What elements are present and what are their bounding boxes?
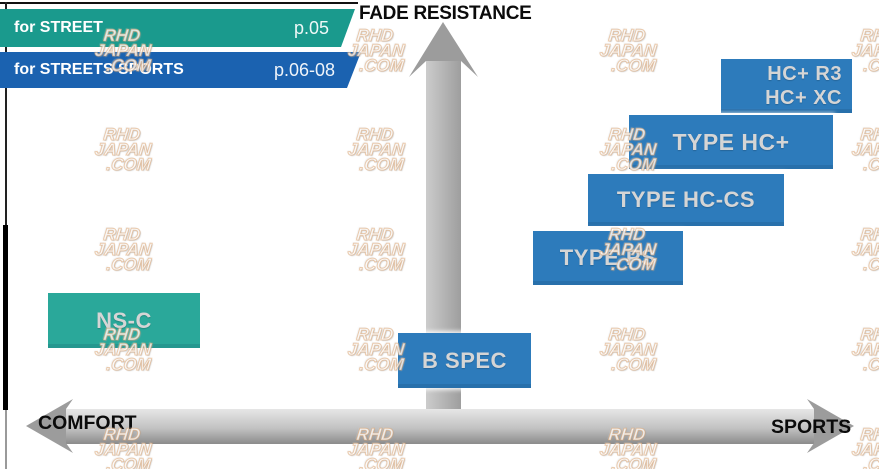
banner-for-street-label: for STREET xyxy=(14,19,103,36)
product-box-hc-plus-r3-xc: HC+ R3 HC+ XC xyxy=(721,59,852,113)
product-box-ns-c: NS-C xyxy=(48,293,200,348)
product-box-type-hc-cs: TYPE HC-CS xyxy=(588,174,784,226)
sports-label: SPORTS xyxy=(771,416,852,438)
product-box-type-hc-plus: TYPE HC+ xyxy=(629,115,833,169)
fade-resistance-label: FADE RESISTANCE xyxy=(359,3,532,24)
page-border-left-thick xyxy=(3,225,8,410)
banner-for-street[interactable]: for STREET p.05 xyxy=(0,9,355,47)
page-border-top xyxy=(0,2,358,4)
product-label: TYPE HC+ xyxy=(672,128,790,155)
page-border-left xyxy=(5,2,7,225)
product-box-type-ps: TYPE PS xyxy=(533,231,683,285)
banner-for-streets-sports[interactable]: for STREETS SPORTS p.06-08 xyxy=(0,52,361,88)
page-border-left-bottom xyxy=(5,410,7,469)
product-label: TYPE PS xyxy=(559,245,657,270)
product-box-b-spec: B SPEC xyxy=(398,333,531,388)
banner-for-street-page: p.05 xyxy=(293,17,329,38)
product-label: B SPEC xyxy=(422,347,507,373)
banner-for-streets-sports-page: p.06-08 xyxy=(273,59,335,80)
banner-for-streets-sports-label: for STREETS SPORTS xyxy=(14,61,184,78)
product-label: TYPE HC-CS xyxy=(616,187,756,212)
comfort-label: COMFORT xyxy=(38,412,137,434)
product-label: HC+ R3 xyxy=(767,63,842,85)
product-label: NS-C xyxy=(96,307,152,333)
product-label: HC+ XC xyxy=(765,87,842,109)
comfort-sports-arrow xyxy=(26,399,854,453)
